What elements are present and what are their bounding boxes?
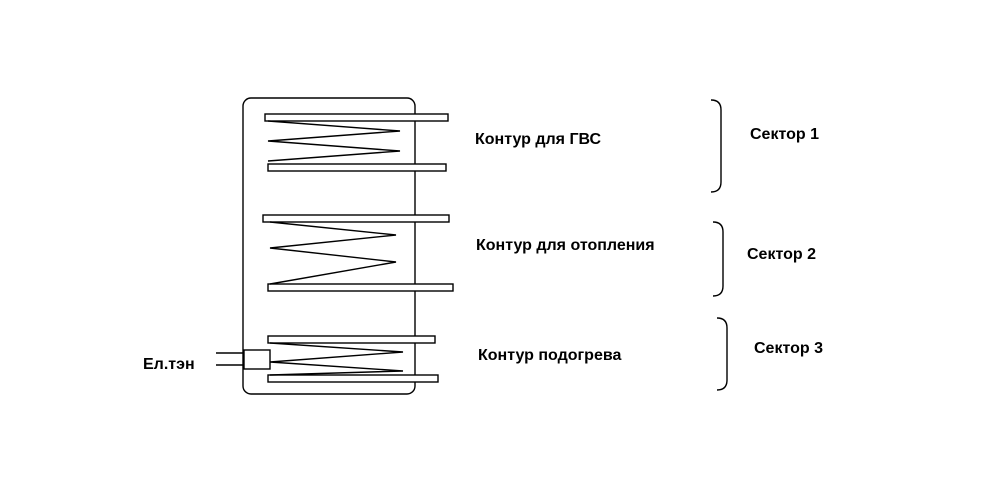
coil-preheat-inlet-pipe	[267, 335, 436, 344]
label-sector-3: Сектор 3	[754, 340, 823, 357]
electric-heater	[216, 349, 271, 370]
coil-heating-outlet-pipe	[267, 283, 454, 292]
tank-body	[242, 97, 416, 395]
coil-heating	[262, 214, 454, 292]
coil-dhw-zigzag	[267, 120, 401, 162]
coil-heating-inlet-pipe	[262, 214, 450, 223]
coil-preheat	[267, 335, 439, 383]
label-sector-2: Сектор 2	[747, 246, 816, 263]
coil-preheat-zigzag	[269, 342, 404, 376]
coil-dhw-inlet-pipe	[264, 113, 449, 122]
label-contour-heating: Контур для отопления	[476, 237, 655, 254]
electric-heater-box	[243, 349, 271, 370]
sector-2-brace	[712, 221, 724, 297]
coil-heating-zigzag	[269, 221, 397, 285]
label-sector-1: Сектор 1	[750, 126, 819, 143]
sector-3-brace	[716, 317, 728, 391]
coil-dhw-outlet-pipe	[267, 163, 447, 172]
label-contour-preheat: Контур подогрева	[478, 347, 622, 364]
label-contour-dhw: Контур для ГВС	[475, 131, 602, 148]
coil-preheat-outlet-pipe	[267, 374, 439, 383]
label-electric-heater: Ел.тэн	[143, 356, 195, 373]
sector-1-brace	[710, 99, 722, 193]
coil-dhw	[264, 113, 449, 172]
